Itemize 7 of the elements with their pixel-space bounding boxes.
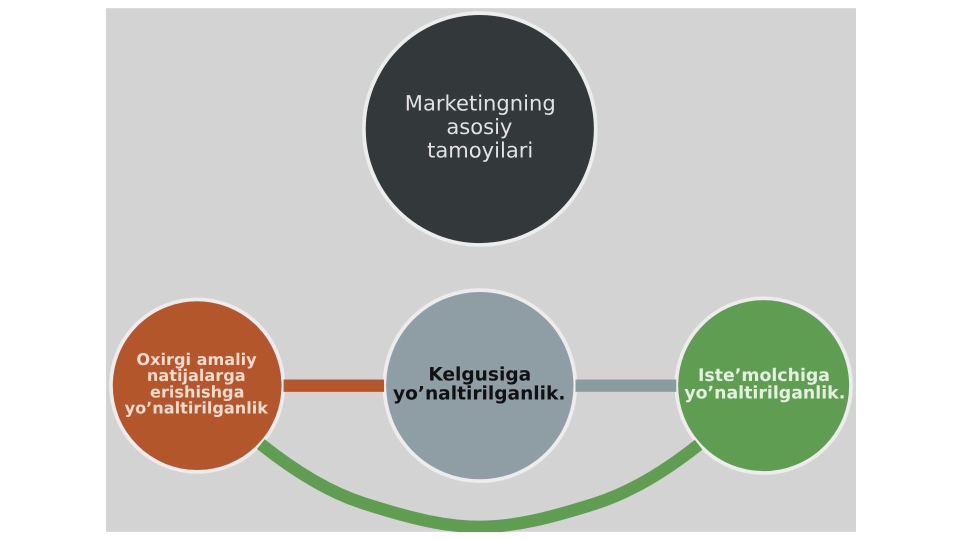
connector bbox=[575, 379, 676, 392]
connector bbox=[256, 439, 702, 532]
node-circle: Iste’molchiga yo’naltirilganlik. bbox=[674, 296, 852, 475]
node-circle: Marketingning asosiy tamoyilari bbox=[362, 11, 598, 247]
node-circle: Oxirgi amaliy natijalarga erishishga yo’naltirilganlik bbox=[108, 298, 285, 474]
connector bbox=[283, 379, 384, 392]
node-circle: Kelgusiga yo’naltirilganlik. bbox=[382, 288, 577, 483]
